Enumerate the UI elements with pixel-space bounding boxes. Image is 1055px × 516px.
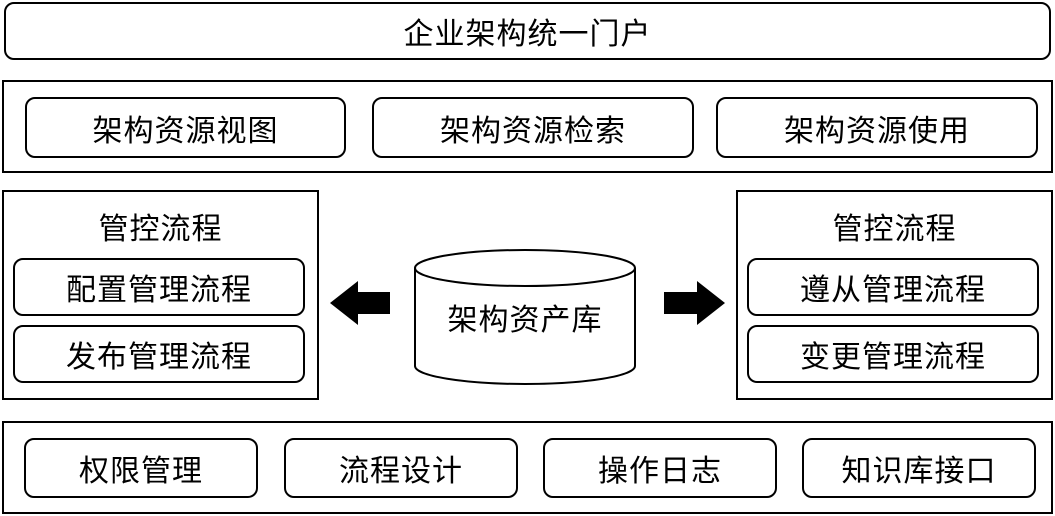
process-design-box: 流程设计 bbox=[284, 438, 518, 498]
resource-search-box: 架构资源检索 bbox=[372, 97, 694, 158]
knowledge-base-interface-label: 知识库接口 bbox=[841, 454, 997, 489]
compliance-management-process-label: 遵从管理流程 bbox=[800, 273, 986, 308]
left-control-panel-title: 管控流程 bbox=[98, 212, 223, 247]
resource-usage-label: 架构资源使用 bbox=[784, 113, 970, 149]
resource-view-label: 架构资源视图 bbox=[92, 113, 279, 149]
permission-management-label: 权限管理 bbox=[79, 454, 203, 489]
repository-cylinder-icon bbox=[414, 249, 636, 385]
change-management-process-label: 变更管理流程 bbox=[800, 340, 986, 375]
config-management-process-label: 配置管理流程 bbox=[66, 273, 252, 308]
left-arrow-icon bbox=[330, 281, 390, 325]
change-management-process-box: 变更管理流程 bbox=[747, 325, 1039, 383]
operation-log-box: 操作日志 bbox=[543, 438, 777, 498]
compliance-management-process-box: 遵从管理流程 bbox=[747, 258, 1039, 316]
permission-management-box: 权限管理 bbox=[24, 438, 258, 498]
operation-log-label: 操作日志 bbox=[598, 454, 722, 489]
enterprise-portal-label: 企业架构统一门户 bbox=[403, 17, 652, 52]
release-management-process-label: 发布管理流程 bbox=[66, 340, 252, 375]
enterprise-portal-box: 企业架构统一门户 bbox=[4, 2, 1051, 60]
resource-search-label: 架构资源检索 bbox=[440, 113, 626, 149]
right-arrow-icon bbox=[664, 281, 725, 325]
process-design-label: 流程设计 bbox=[339, 454, 463, 489]
right-control-panel-title: 管控流程 bbox=[832, 212, 957, 247]
resource-view-box: 架构资源视图 bbox=[25, 97, 346, 158]
config-management-process-box: 配置管理流程 bbox=[13, 258, 305, 316]
repository-label: 架构资产库 bbox=[447, 303, 603, 338]
release-management-process-box: 发布管理流程 bbox=[13, 325, 305, 383]
knowledge-base-interface-box: 知识库接口 bbox=[802, 438, 1036, 498]
resource-usage-box: 架构资源使用 bbox=[716, 97, 1038, 158]
